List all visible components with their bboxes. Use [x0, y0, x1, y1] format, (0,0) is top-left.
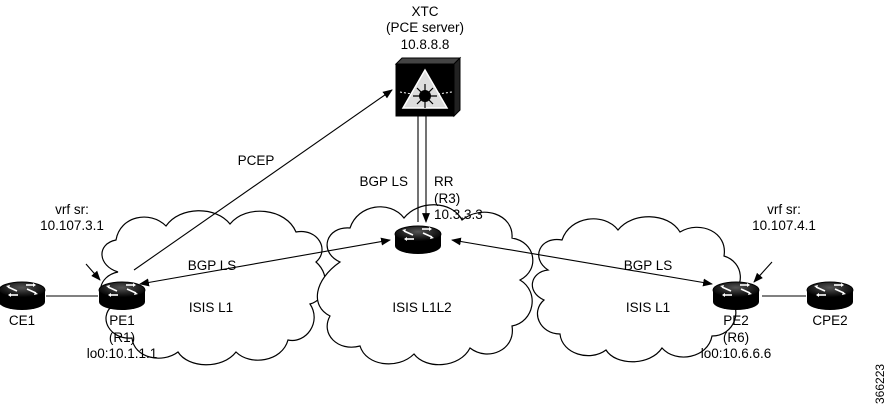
- pe1-id-label: (R1): [109, 330, 135, 345]
- rr-ip-label: 10.3.3.3: [434, 207, 483, 222]
- pe1-name-label: PE1: [109, 313, 135, 328]
- rr-router-icon: [394, 225, 442, 255]
- cpe2-name-label: CPE2: [812, 313, 847, 328]
- pe2-name-label: PE2: [723, 313, 749, 328]
- pe1-loopback-label: lo0:10.1.1.1: [87, 346, 158, 361]
- pcep-label: PCEP: [238, 153, 275, 168]
- pe2-vrf-label: vrf sr:: [767, 202, 801, 217]
- bgp-ls-rr-pe2-arrow: [451, 237, 713, 287]
- pe1-vrf-label: vrf sr:: [55, 202, 89, 217]
- xtc-pce-server-icon: [394, 56, 462, 118]
- rr-name-label: RR: [434, 174, 454, 189]
- ce1-name-label: CE1: [9, 313, 35, 328]
- bgp-ls-right-label: BGP LS: [624, 258, 673, 273]
- figure-id-label: 366223: [873, 364, 887, 404]
- isis-right-label: ISIS L1: [626, 300, 670, 315]
- bgp-ls-pe1-rr-arrow: [139, 237, 391, 287]
- rr-id-label: (R3): [434, 191, 460, 206]
- pe1-router-icon: [98, 281, 146, 311]
- bgp-ls-xtc-label: BGP LS: [359, 174, 408, 189]
- isis-left-label: ISIS L1: [189, 300, 233, 315]
- vrf-pe2-pointer-arrow: [753, 261, 773, 283]
- isis-l1-right-cloud: [531, 216, 741, 363]
- pe1-vrf-ip-label: 10.107.3.1: [40, 218, 104, 233]
- isis-center-label: ISIS L1L2: [392, 300, 451, 315]
- pe2-vrf-ip-label: 10.107.4.1: [752, 218, 816, 233]
- xtc-role-label: (PCE server): [386, 20, 464, 35]
- ce1-router-icon: [0, 281, 46, 311]
- xtc-ip-label: 10.8.8.8: [401, 37, 450, 52]
- pe2-router-icon: [712, 281, 760, 311]
- xtc-name-label: XTC: [412, 4, 439, 19]
- bgp-ls-left-label: BGP LS: [188, 258, 237, 273]
- pe2-loopback-label: lo0:10.6.6.6: [701, 346, 772, 361]
- pe2-id-label: (R6): [723, 330, 749, 345]
- cpe2-router-icon: [806, 281, 854, 311]
- vrf-pe1-pointer-arrow: [85, 263, 101, 281]
